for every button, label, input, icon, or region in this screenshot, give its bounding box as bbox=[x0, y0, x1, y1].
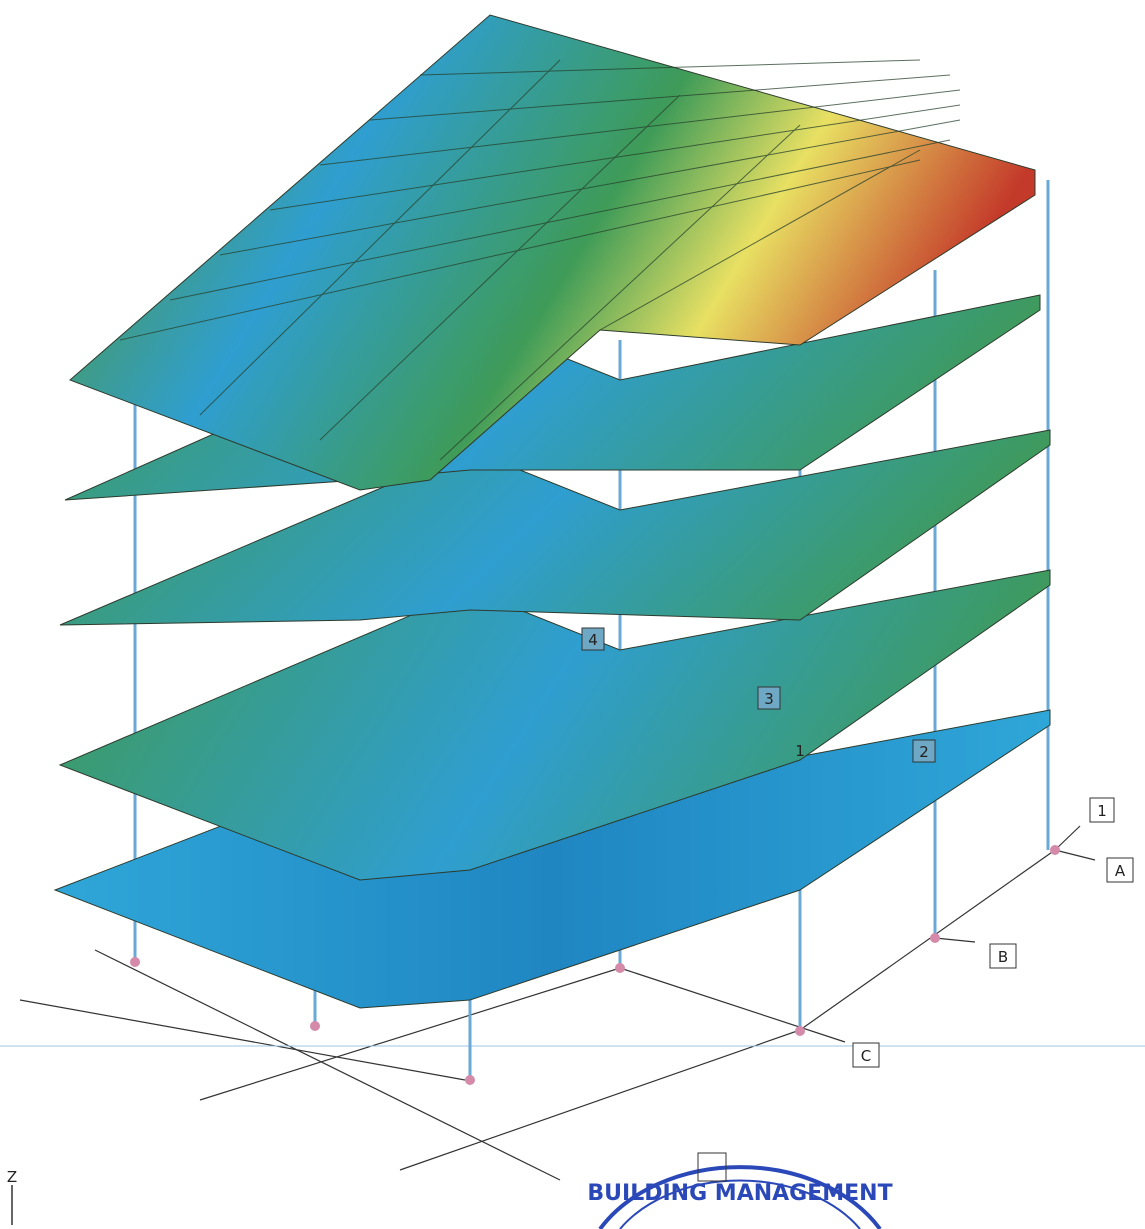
support-marker bbox=[465, 1075, 475, 1085]
supports bbox=[130, 845, 1060, 1085]
grid-line bbox=[19, 999, 466, 1081]
mesh-line bbox=[169, 139, 951, 301]
grid-label-a-text: A bbox=[1115, 862, 1126, 880]
level-label-4: 4 bbox=[581, 627, 605, 651]
grid-axis-labels: 1 A B C bbox=[852, 797, 1134, 1068]
grid-line bbox=[1054, 825, 1081, 851]
mesh-line bbox=[219, 119, 961, 256]
mesh-line bbox=[319, 94, 681, 441]
stamp-text: BUILDING MANAGEMENT bbox=[587, 1181, 892, 1206]
axis-indicator: Z bbox=[7, 1168, 17, 1225]
grid-label-b: B bbox=[989, 943, 1017, 969]
mesh-line bbox=[199, 59, 561, 416]
floor-slabs bbox=[53, 14, 1051, 1009]
support-marker bbox=[1050, 845, 1060, 855]
support-marker bbox=[615, 963, 625, 973]
level-label-3-text: 3 bbox=[764, 690, 774, 708]
grid-line bbox=[799, 849, 1056, 1031]
grid-label-c-text: C bbox=[861, 1047, 871, 1065]
grid-line bbox=[934, 937, 976, 943]
grid-label-b-text: B bbox=[998, 948, 1008, 966]
mesh-line bbox=[369, 74, 951, 121]
support-marker bbox=[930, 933, 940, 943]
grid-label-1-text: 1 bbox=[1097, 802, 1107, 820]
ground-grid bbox=[0, 825, 1145, 1181]
mesh-line bbox=[439, 124, 801, 461]
level-label-1-text: 1 bbox=[795, 742, 805, 760]
support-marker bbox=[130, 957, 140, 967]
roof-mesh bbox=[119, 59, 961, 461]
grid-line bbox=[619, 967, 846, 1043]
level-label-2-text: 2 bbox=[919, 743, 929, 761]
support-marker bbox=[310, 1021, 320, 1031]
mesh-line bbox=[319, 89, 961, 166]
slab-roof bbox=[69, 14, 1036, 491]
level-label-2: 2 bbox=[912, 739, 936, 763]
grid-line bbox=[399, 1029, 801, 1171]
axis-z-label: Z bbox=[7, 1168, 17, 1186]
level-label-1: 1 bbox=[795, 742, 805, 760]
mesh-line bbox=[119, 159, 921, 341]
level-label-4-text: 4 bbox=[588, 631, 598, 649]
grid-label-1: 1 bbox=[1089, 797, 1115, 823]
grid-label-a: A bbox=[1106, 857, 1134, 883]
level-labels: 4 3 2 1 bbox=[581, 627, 936, 763]
mesh-line bbox=[599, 149, 921, 331]
support-marker bbox=[795, 1026, 805, 1036]
building-management-stamp: BUILDING MANAGEMENT bbox=[587, 1152, 893, 1229]
mesh-line bbox=[419, 59, 921, 76]
level-label-3: 3 bbox=[757, 686, 781, 710]
grid-label-c: C bbox=[852, 1042, 880, 1068]
grid-line bbox=[1054, 849, 1096, 861]
grid-line bbox=[199, 967, 621, 1101]
